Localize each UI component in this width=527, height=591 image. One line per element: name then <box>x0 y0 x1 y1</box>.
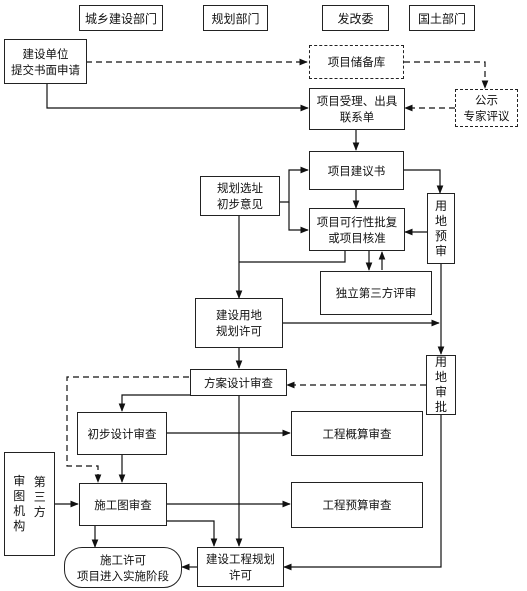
edge-site-to-proposal <box>280 166 309 203</box>
node-feasibility-approval: 项目可行性批复 或项目核准 <box>309 208 405 251</box>
node-public-review: 公示 专家评议 <box>455 89 518 127</box>
node-scheme-design-review: 方案设计审查 <box>190 369 287 396</box>
edge-apply-to-accept <box>46 84 309 112</box>
node-cost-budget-review: 工程预算审查 <box>291 482 423 528</box>
node-planning-site: 规划选址 初步意见 <box>200 176 280 216</box>
node-budget-estimate-review: 工程概算审查 <box>291 411 423 456</box>
node-land-approval: 用 地 审 批 <box>426 355 456 415</box>
node-third-party-drawing-agency: 审 图 机 构 第 三 方 <box>4 452 55 556</box>
node-land-pre-review: 用 地 预 审 <box>427 193 455 264</box>
edge-landapproval-to-planpermit <box>283 415 442 571</box>
edge-scheme-to-prelim <box>118 394 190 412</box>
node-land-use-permit: 建设用地 规划许可 <box>195 298 283 348</box>
node-build-unit-apply: 建设单位 提交书面申请 <box>4 39 87 84</box>
edge-reserve-to-public <box>404 61 489 89</box>
node-construction-drawing-review: 施工图审查 <box>79 483 167 526</box>
edge-proposal-to-landpre <box>404 169 444 194</box>
edge-feasibility-to-landpermit <box>239 251 346 263</box>
edge-site-to-feasibility <box>288 202 309 234</box>
node-project-reserve: 项目储备库 <box>309 45 404 79</box>
header-urban-construction-dept: 城乡建设部门 <box>79 5 163 31</box>
header-planning-dept: 规划部门 <box>203 5 268 31</box>
edge-scheme-to-drawing <box>66 376 189 483</box>
node-project-proposal: 项目建议书 <box>309 151 404 190</box>
node-third-party-review: 独立第三方评审 <box>320 271 432 315</box>
third-party-label: 第 三 方 <box>33 475 46 519</box>
node-prelim-design-review: 初步设计审查 <box>77 412 167 455</box>
header-land-resources-dept: 国土部门 <box>409 5 475 31</box>
edge-drawing-to-planpermit <box>167 520 218 547</box>
node-construction-permit: 施工许可 项目进入实施阶段 <box>64 547 182 588</box>
third-party-drawing-agency-label: 审 图 机 构 <box>13 474 26 533</box>
header-reform-commission: 发改委 <box>322 5 389 31</box>
node-construction-plan-permit: 建设工程规划 许可 <box>197 547 284 587</box>
node-project-accept: 项目受理、出具 联系单 <box>309 88 405 130</box>
